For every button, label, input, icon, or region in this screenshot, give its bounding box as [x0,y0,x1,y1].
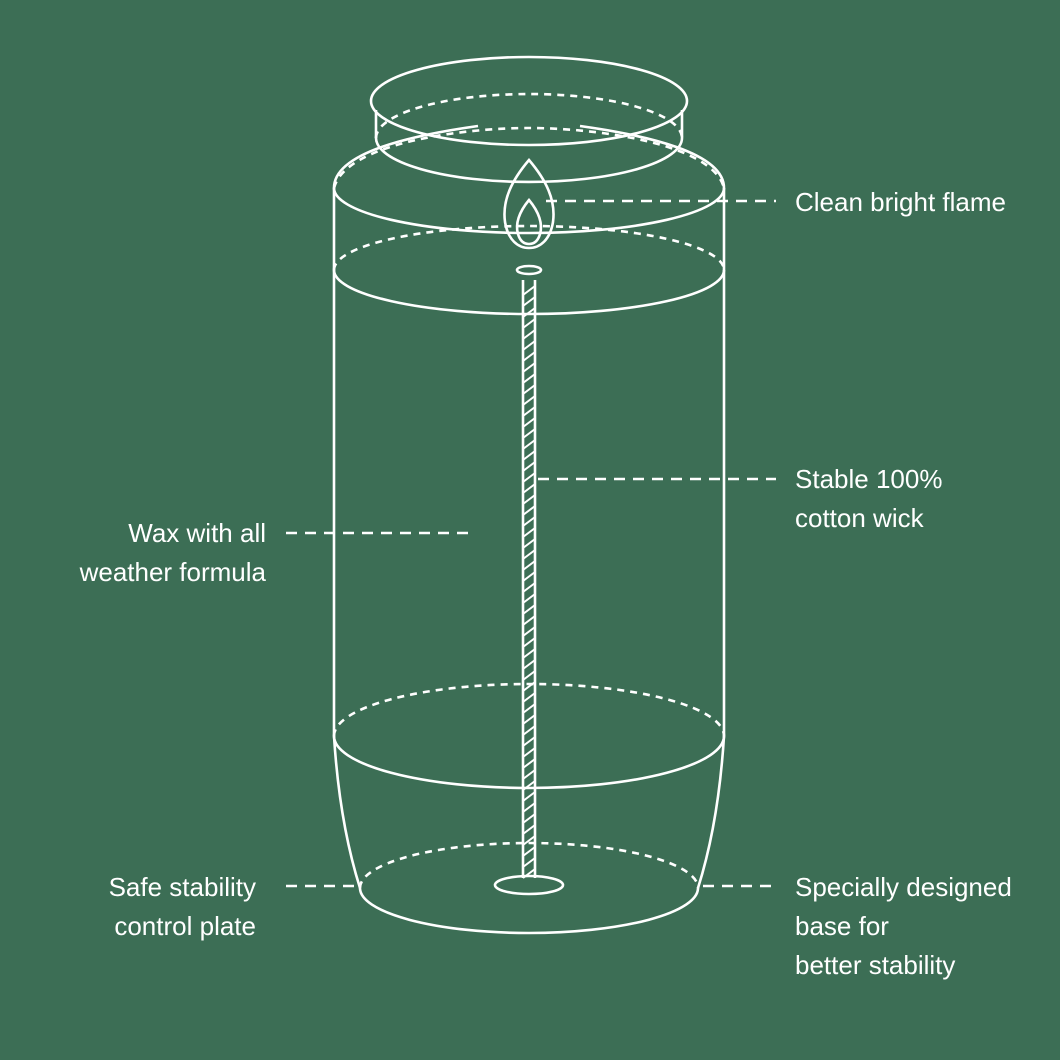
wick-stripe [522,615,536,626]
wick-stripe [522,296,536,307]
wick-stripe [522,835,536,846]
wick-stripe [522,659,536,670]
wick-stripe [522,395,536,406]
wick-stripe [522,494,536,505]
lid-lower-back [374,92,684,139]
wick-stripe [522,780,536,791]
callout-wax-line: Wax with all [128,518,266,548]
flame-inner [515,197,543,246]
callout-wick-line: Stable 100% [795,464,943,494]
base-band [332,682,726,935]
wick-stripe [522,813,536,824]
wick-stripe [522,560,536,571]
wick-stripe [522,527,536,538]
wick-stripe [522,417,536,428]
wick-stripe [522,626,536,637]
wick-stripe [522,472,536,483]
jar-shoulder [332,124,726,189]
wick-stripe [522,516,536,527]
wick-stripe [522,351,536,362]
wick-stripe [522,703,536,714]
wick-stripe [522,714,536,725]
jar-body [332,124,726,736]
flame-icon [503,157,555,250]
wick-stripe [522,692,536,703]
wick-top-ring [515,264,543,276]
callout-base-line: base for [795,911,889,941]
stability-plate [493,874,565,896]
callout-plate: Safe stability control plate [109,868,256,946]
wick-stripe [522,670,536,681]
wax-surface [332,224,726,316]
wick-stripe [522,648,536,659]
wick-stripe [522,538,536,549]
callout-base-line: better stability [795,950,956,980]
wick-stripe [522,604,536,615]
wick-stripe [522,846,536,857]
callout-wax: Wax with all weather formula [80,514,266,592]
wick-stripe [522,637,536,648]
wick-stripe [522,329,536,340]
wick-stripe [522,857,536,868]
callout-plate-line: Safe stability [108,872,256,902]
base-bottom-back [358,841,700,889]
wick-stripe [522,791,536,802]
lid-lower-front [374,110,684,184]
wax-surface-front [332,269,726,316]
wick-stripe [522,406,536,417]
flame-outer [503,157,555,250]
callout-flame-line: Clean bright flame [795,187,1006,217]
callout-wick: Stable 100% cotton wick [795,460,942,538]
callout-base: Specially designed base for better stabi… [795,868,1012,985]
wick-stripe [522,824,536,835]
wick-stripe [522,384,536,395]
wick-stripe [522,340,536,351]
wick-stripe [522,505,536,516]
wick-stripe [522,450,536,461]
callout-plate-line: control plate [114,911,256,941]
wick-stripe [522,428,536,439]
wick-stripe [522,593,536,604]
lid-top-rim [369,55,689,147]
wick-stripe [522,439,536,450]
wick-stripe [522,373,536,384]
wick-stripe [522,549,536,560]
wick-stripe [522,747,536,758]
wick-stripe [522,362,536,373]
band-top-front [332,735,726,790]
wick-stripe [522,483,536,494]
wick-stripe [522,285,536,296]
callout-wax-line: weather formula [79,557,266,587]
base-bottom-front [358,887,700,935]
base-right-wall [696,735,726,889]
callout-flame: Clean bright flame [795,183,1006,222]
wick-stripe [522,736,536,747]
jar-shoulder-front [332,187,726,235]
callout-base-line: Specially designed [795,872,1012,902]
wick-stripe [522,769,536,780]
wick-stripe [522,582,536,593]
wick-stripe [522,681,536,692]
wick-stripe [522,758,536,769]
wick-stripe [522,802,536,813]
wick-stripe [522,725,536,736]
wax-surface-back [332,224,726,271]
base-left-wall [332,735,362,889]
wick-stripe [522,461,536,472]
wick-stripe [522,318,536,329]
jar-shoulder-back [332,126,726,189]
wick-stripe [522,571,536,582]
band-top-back [332,682,726,737]
jar-lid [369,55,689,184]
callout-wick-line: cotton wick [795,503,924,533]
wick-stripe [522,307,536,318]
cotton-wick [515,264,543,879]
